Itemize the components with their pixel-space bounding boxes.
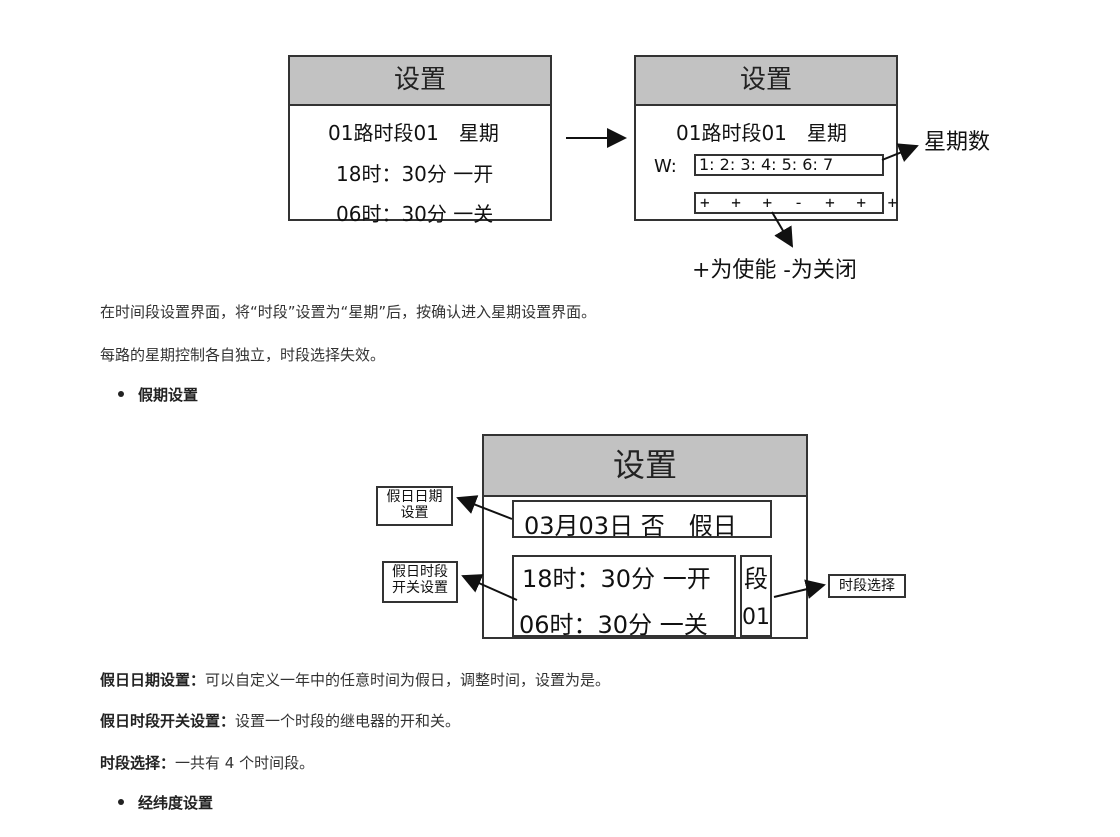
- segment-label: 段: [744, 565, 768, 593]
- bullet-latlong-setting: 经纬度设置: [118, 792, 213, 813]
- holiday-on-time: 18时：30分 一开: [522, 565, 711, 593]
- figure2-arrows: [456, 495, 826, 601]
- desc-holiday-switch: 假日时段开关设置：设置一个时段的继电器的开和关。: [100, 710, 460, 731]
- weekday-caption: 星期数: [924, 130, 991, 155]
- lcd-line-off-time: 06时：30分 一关: [336, 202, 494, 226]
- label-holiday-switch-text: 假日时段开关设置: [392, 564, 448, 596]
- weekday-flags: + + + - + + +: [700, 193, 904, 212]
- desc-holiday-date-text: 可以自定义一年中的任意时间为假日，调整时间，设置为是。: [205, 671, 611, 689]
- label-segment-select-text: 时段选择: [839, 578, 895, 594]
- segment-number: 01: [742, 605, 770, 630]
- holiday-time-box: 18时：30分 一开 06时：30分 一关: [512, 555, 736, 639]
- desc-segment-select-text: 一共有 4 个时间段。: [175, 754, 315, 772]
- label-holiday-date-text: 假日日期设置: [386, 489, 443, 521]
- desc-holiday-switch-text: 设置一个时段的继电器的开和关。: [235, 712, 461, 730]
- desc-segment-select: 时段选择：一共有 4 个时间段。: [100, 752, 314, 773]
- date-pointer-arrow: [456, 495, 513, 520]
- bullet-holiday-label: 假期设置: [138, 386, 199, 404]
- weekday-flags-box: + + + - + + +: [694, 192, 897, 214]
- holiday-date-line: 03月03日 否 假日: [524, 512, 737, 540]
- segment-pointer-arrow: [773, 579, 826, 599]
- lcd-line-route-segment: 01路时段01 星期: [676, 121, 847, 145]
- weekday-pointer-arrow: [881, 143, 919, 162]
- desc-holiday-date-term: 假日日期设置：: [100, 671, 206, 689]
- paragraph-week-entry: 在时间段设置界面，将“时段”设置为“星期”后，按确认进入星期设置界面。: [100, 303, 597, 321]
- label-holiday-switch: 假日时段开关设置: [382, 561, 458, 603]
- bullet-dot-icon: [118, 798, 124, 805]
- lcd-line-on-time: 18时：30分 一开: [336, 162, 494, 186]
- weekday-numbers: 1: 2: 3: 4: 5: 6: 7: [699, 155, 834, 174]
- segment-box: 段 01: [740, 555, 772, 637]
- figure1-arrows: [566, 128, 919, 248]
- holiday-off-time: 06时：30分 一关: [519, 611, 708, 639]
- lcd-line-route-segment: 01路时段01 星期: [328, 121, 499, 145]
- lcd-panel-weekday: 设置 01路时段01 星期 W: 1: 2: 3: 4: 5: 6: 7 + +…: [634, 55, 898, 221]
- bullet-latlong-label: 经纬度设置: [138, 794, 214, 812]
- desc-holiday-switch-term: 假日时段开关设置：: [100, 712, 236, 730]
- lcd-panel-schedule: 设置 01路时段01 星期 18时：30分 一开 06时：30分 一关: [288, 55, 552, 226]
- label-segment-select: 时段选择: [828, 574, 906, 598]
- enable-caption: +为使能 -为关闭: [692, 258, 857, 283]
- switch-pointer-arrow: [461, 574, 518, 601]
- bullet-dot-icon: [118, 390, 124, 397]
- lcd-panel-title: 设置: [290, 57, 550, 106]
- lcd-panel-title: 设置: [484, 436, 806, 497]
- lcd-panel-title: 设置: [636, 57, 896, 106]
- flags-pointer-arrow: [771, 211, 794, 248]
- label-holiday-date: 假日日期设置: [376, 486, 453, 526]
- weekday-w-label: W:: [654, 156, 677, 177]
- lcd-panel-holiday: 设置 03月03日 否 假日 18时：30分 一开 06时：30分 一关 段 0…: [482, 434, 808, 639]
- desc-segment-select-term: 时段选择：: [100, 754, 176, 772]
- weekday-numbers-box: 1: 2: 3: 4: 5: 6: 7: [694, 154, 884, 176]
- desc-holiday-date: 假日日期设置：可以自定义一年中的任意时间为假日，调整时间，设置为是。: [100, 669, 610, 690]
- paragraph-week-independent: 每路的星期控制各自独立，时段选择失效。: [100, 346, 386, 364]
- holiday-date-box: 03月03日 否 假日: [512, 500, 772, 540]
- bullet-holiday-setting: 假期设置: [118, 384, 198, 405]
